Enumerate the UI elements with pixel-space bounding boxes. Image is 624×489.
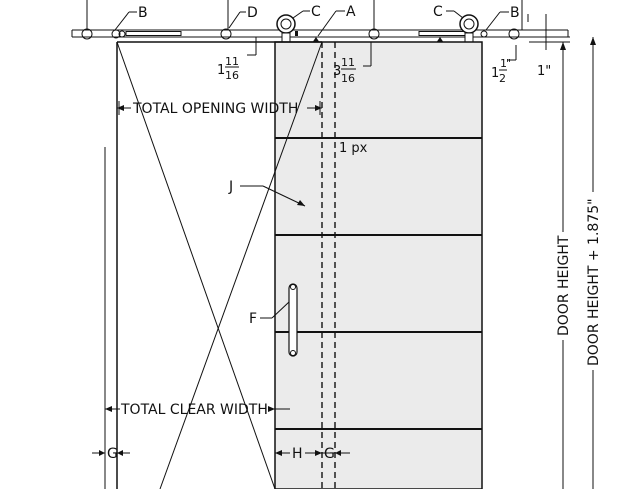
callout-d: D bbox=[247, 5, 258, 21]
svg-text:16: 16 bbox=[341, 72, 355, 85]
door-stop-left bbox=[111, 29, 182, 39]
callout-b-left: B bbox=[138, 5, 148, 21]
svg-text:": " bbox=[506, 57, 511, 70]
svg-text:16: 16 bbox=[225, 69, 239, 82]
door-panel bbox=[274, 41, 483, 489]
callout-a: A bbox=[346, 4, 356, 20]
dim-px-note: 1 px bbox=[339, 141, 368, 156]
label-total-clear-width: TOTAL CLEAR WIDTH bbox=[120, 402, 268, 418]
wall-bolt-2 bbox=[220, 28, 232, 40]
dim-right-fraction: 1 1 2 " bbox=[491, 57, 511, 85]
dim-mid-fraction: 3 11 16 bbox=[333, 56, 356, 85]
dim-one-inch: 1" bbox=[537, 64, 551, 79]
label-door-height: DOOR HEIGHT bbox=[556, 235, 572, 336]
svg-text:11: 11 bbox=[225, 55, 239, 68]
door-opening bbox=[104, 41, 323, 489]
svg-text:1: 1 bbox=[500, 57, 507, 70]
total-clear-width-dim bbox=[105, 403, 290, 415]
callout-h: H bbox=[292, 446, 303, 462]
door-height-dim bbox=[560, 37, 596, 489]
label-door-height-plus: DOOR HEIGHT + 1.875" bbox=[586, 198, 602, 366]
opening-edge-dashed bbox=[321, 42, 336, 489]
door-handle bbox=[288, 283, 298, 357]
svg-text:2: 2 bbox=[499, 72, 506, 85]
wall-bolt-1 bbox=[81, 28, 93, 40]
wall-bolt-3 bbox=[368, 28, 380, 40]
callout-g-right: G bbox=[324, 446, 335, 462]
door-stop-right bbox=[418, 30, 488, 38]
callout-leaders bbox=[114, 10, 509, 319]
svg-text:3: 3 bbox=[333, 64, 341, 79]
svg-text:1: 1 bbox=[217, 63, 225, 78]
dim-left-fraction: 1 11 16 bbox=[217, 55, 239, 82]
label-total-opening-width: TOTAL OPENING WIDTH bbox=[132, 101, 298, 117]
callout-f: F bbox=[249, 311, 257, 327]
callout-c-left: C bbox=[311, 4, 321, 20]
callout-j: J bbox=[228, 179, 233, 195]
svg-text:1: 1 bbox=[491, 66, 499, 81]
bottom-offset-dims bbox=[92, 450, 350, 456]
total-opening-width-dim bbox=[117, 101, 322, 115]
callout-c-right: C bbox=[433, 4, 443, 20]
callout-g-left: G bbox=[107, 446, 118, 462]
callout-b-right: B bbox=[510, 5, 520, 21]
svg-text:11: 11 bbox=[341, 56, 355, 69]
wall-bolt-4 bbox=[508, 28, 520, 40]
